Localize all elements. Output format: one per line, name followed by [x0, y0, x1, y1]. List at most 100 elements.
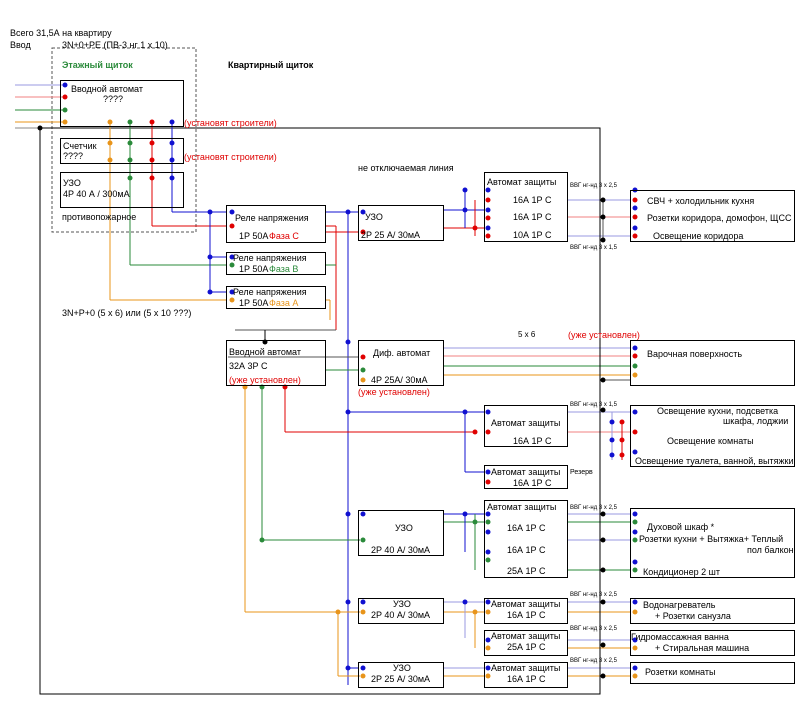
kitchen-breaker-2: 16А 1Р С [507, 545, 546, 555]
bath-rcd: УЗО 2P 40 А/ 30мА [358, 598, 444, 624]
cooktop-load-label: Варочная поверхность [647, 349, 743, 359]
top-breaker-2: 16А 1Р С [513, 212, 552, 222]
room-rcd-rating: 2P 25 А/ 30мА [371, 674, 431, 684]
cooktop-load: Варочная поверхность [630, 340, 795, 386]
light-load-4: Освещение туалета, ванной, вытяжки [635, 456, 794, 466]
meter-value: ???? [63, 151, 84, 161]
room-rcd-name: УЗО [393, 663, 411, 673]
top-load-1: СВЧ + холодильник кухня [647, 196, 755, 206]
room-load-label: Розетки комнаты [645, 667, 716, 677]
floor-rcd-value: 4P 40 А / 300мА [63, 189, 130, 199]
top-cable-2: ВВГ нг-нд 3 х 1,5 [570, 245, 617, 251]
bath-breaker-2-title: Автомат защиты [491, 631, 561, 641]
alt-cable-label: 3N+P+0 (5 x 6) или (5 x 10 ???) [62, 308, 192, 318]
diff-breaker-name: Диф. автомат [373, 348, 431, 358]
bath-breaker-2: Автомат защиты 25А 1Р С [484, 630, 568, 656]
relay-phase-b: Реле напряжения 1P 50A Фаза В [226, 252, 326, 275]
light-breaker: Автомат защиты 16А 1Р С [484, 405, 568, 447]
reserve-label: Резерв [570, 469, 593, 476]
floor-main-breaker-value: ???? [103, 94, 124, 104]
relay-c-rating: 1P 50A [239, 231, 269, 241]
bath-cable-1: ВВГ нг-нд 3 х 2,5 [570, 592, 617, 598]
room-cable: ВВГ нг-нд 3 х 2,5 [570, 658, 617, 664]
rcd-top: УЗО 2P 25 А/ 30мА [358, 205, 444, 241]
reserve-breaker: Автомат защиты 16А 1Р С [484, 465, 568, 489]
room-load: Розетки комнаты [630, 662, 795, 684]
reserve-value: 16А 1Р С [513, 478, 552, 488]
input-label: Ввод [10, 40, 31, 50]
diff-breaker-rating: 4P 25А/ 30мА [371, 375, 428, 385]
bath-load-1a: Водонагреватель [643, 600, 716, 610]
kitchen-breakers: Автомат защиты 16А 1Р С 16А 1Р С 25А 1Р … [484, 500, 568, 578]
floor-main-breaker-label: Вводной автомат [71, 84, 143, 94]
apartment-main-breaker-note: (уже установлен) [229, 375, 301, 385]
light-cable: ВВГ нг-нд 3 х 1,5 [570, 402, 617, 408]
bath-load-1b: + Розетки санузла [655, 611, 731, 621]
relay-b-phase: Фаза В [269, 264, 299, 274]
light-load-3: Освещение комнаты [667, 436, 754, 446]
top-breaker-group: Автомат защиты 16А 1Р С 16А 1Р С 10А 1Р … [484, 172, 568, 242]
input-cable-label: 3N+0+PE (ПВ-3 нг 1 х 10) [62, 40, 168, 50]
apartment-main-breaker: Вводной автомат 32А 3Р С (уже установлен… [226, 340, 326, 386]
kitchen-rcd-rating: 2P 40 А/ 30мА [371, 545, 431, 555]
room-breaker-title: Автомат защиты [491, 663, 561, 673]
top-loads: СВЧ + холодильник кухня Розетки коридора… [630, 190, 795, 242]
light-load-2: шкафа, лоджии [723, 416, 789, 426]
floor-rcd-label: УЗО [63, 178, 81, 188]
top-group-title: Автомат защиты [487, 177, 557, 187]
bath-breaker-1: Автомат защиты 16А 1Р С [484, 598, 568, 624]
kitchen-load-3: пол балкон [747, 545, 794, 555]
kitchen-cable: ВВГ нг-нд 3 х 2,5 [570, 505, 617, 511]
top-breaker-3: 10А 1Р С [513, 230, 552, 240]
relay-a-phase: Фаза А [269, 298, 299, 308]
relay-b-name: Реле напряжения [233, 253, 307, 263]
relay-b-rating: 1P 50A [239, 264, 269, 274]
rcd-top-rating: 2P 25 А/ 30мА [361, 230, 421, 240]
relay-a-name: Реле напряжения [233, 287, 307, 297]
kitchen-load-4: Кондиционер 2 шт [643, 567, 721, 577]
room-rcd: УЗО 2P 25 А/ 30мА [358, 662, 444, 688]
bath-load-2: Гидромассажная ванна + Стиральная машина [630, 630, 795, 656]
relay-phase-a: Реле напряжения 1P 50A Фаза А [226, 286, 326, 309]
diff-breaker-note: (уже установлен) [358, 387, 430, 397]
light-breaker-title: Автомат защиты [491, 418, 561, 428]
fire-rcd-label: противопожарное [62, 212, 137, 222]
bath-breaker-2-value: 25А 1Р С [507, 642, 546, 652]
floor-rcd: УЗО 4P 40 А / 300мА [60, 172, 184, 208]
bath-load-2b: + Стиральная машина [655, 643, 750, 653]
apartment-panel-title: Квартирный щиток [228, 60, 314, 70]
relay-phase-c: Реле напряжения 1P 50A Фаза С [226, 205, 326, 243]
bath-rcd-rating: 2P 40 А/ 30мА [371, 610, 431, 620]
bath-breaker-1-title: Автомат защиты [491, 599, 561, 609]
bath-cable-2: ВВГ нг-нд 3 х 2,5 [570, 626, 617, 632]
bath-load-1: Водонагреватель + Розетки санузла [630, 598, 795, 624]
bath-load-2a: Гидромассажная ванна [631, 632, 729, 642]
total-current-label: Всего 31,5А на квартиру [10, 28, 112, 38]
kitchen-breaker-1: 16А 1Р С [507, 523, 546, 533]
non-disconnect-label: не отключаемая линия [358, 163, 454, 173]
cooktop-cable: 5 х 6 [518, 330, 536, 339]
kitchen-group-title: Автомат защиты [487, 502, 557, 512]
top-load-2: Розетки коридора, домофон, ЩСС [647, 213, 792, 223]
room-breaker-value: 16А 1Р С [507, 674, 546, 684]
diff-breaker: Диф. автомат 4P 25А/ 30мА [358, 340, 444, 386]
reserve-title: Автомат защиты [491, 467, 561, 477]
builders-note-1: (установят строители) [184, 118, 277, 128]
relay-a-rating: 1P 50A [239, 298, 269, 308]
top-cable-1: ВВГ нг-нд 3 х 2,5 [570, 183, 617, 189]
light-loads: Освещение кухни, подсветка шкафа, лоджии… [630, 405, 795, 467]
kitchen-load-1: Духовой шкаф * [647, 522, 715, 532]
bath-breaker-1-value: 16А 1Р С [507, 610, 546, 620]
meter-label: Счетчик [63, 141, 97, 151]
light-load-1: Освещение кухни, подсветка [657, 406, 779, 416]
floor-meter: Счетчик ???? [60, 138, 184, 164]
top-load-3: Освещение коридора [653, 231, 744, 241]
terminal-dots [37, 82, 638, 679]
kitchen-loads: Духовой шкаф * Розетки кухни + Вытяжка+ … [630, 508, 795, 578]
kitchen-rcd: УЗО 2P 40 А/ 30мА [358, 510, 444, 556]
room-breaker: Автомат защиты 16А 1Р С [484, 662, 568, 688]
apartment-main-breaker-rating: 32А 3Р С [229, 361, 268, 371]
floor-main-breaker: Вводной автомат ???? [60, 80, 184, 127]
bath-rcd-name: УЗО [393, 599, 411, 609]
